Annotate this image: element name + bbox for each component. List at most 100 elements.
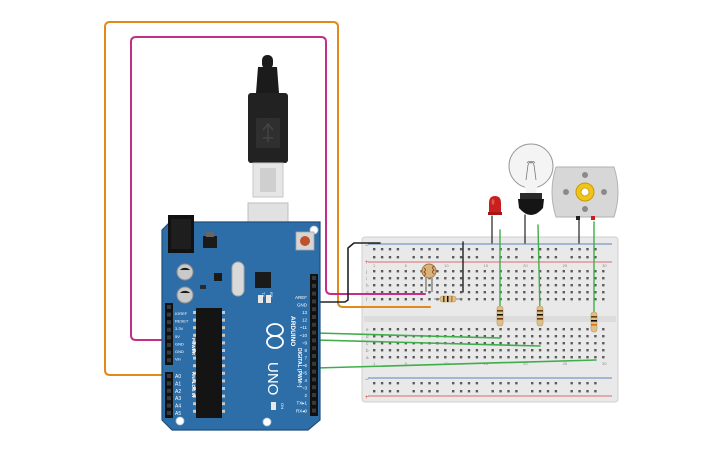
terminal-hole[interactable] [475,270,479,273]
terminal-hole[interactable] [578,349,581,352]
terminal-hole[interactable] [380,277,384,280]
terminal-hole[interactable] [373,335,376,338]
power-pin-hole[interactable] [167,320,171,325]
terminal-hole[interactable] [483,356,486,359]
rail-hole[interactable] [515,256,518,259]
terminal-hole[interactable] [531,284,534,287]
terminal-hole[interactable] [531,349,534,352]
terminal-hole[interactable] [538,277,542,280]
breadboard[interactable]: − + − + jihgfedcba1155101015152020252530… [361,236,619,403]
rail-hole[interactable] [594,248,597,251]
terminal-hole[interactable] [546,356,550,359]
terminal-hole[interactable] [554,349,558,352]
terminal-hole[interactable] [546,298,550,301]
rail-hole[interactable] [373,382,376,385]
terminal-hole[interactable] [373,356,376,359]
terminal-hole[interactable] [491,335,494,338]
terminal-hole[interactable] [404,328,407,331]
terminal-hole[interactable] [594,342,597,345]
wire-green-pin10[interactable] [315,332,501,339]
rail-hole[interactable] [428,382,431,385]
digital-pin-hole[interactable] [312,369,316,374]
rail-hole[interactable] [507,256,510,259]
terminal-hole[interactable] [491,349,494,352]
terminal-hole[interactable] [436,356,439,359]
terminal-hole[interactable] [452,328,455,331]
terminal-hole[interactable] [507,335,510,338]
analog-pin-hole[interactable] [167,411,171,415]
rail-hole[interactable] [538,382,542,385]
terminal-hole[interactable] [380,298,384,301]
terminal-hole[interactable] [467,270,471,273]
terminal-hole[interactable] [586,349,589,352]
rail-hole[interactable] [578,248,581,251]
terminal-hole[interactable] [483,328,486,331]
terminal-hole[interactable] [570,342,573,345]
terminal-hole[interactable] [515,356,518,359]
terminal-hole[interactable] [483,291,486,294]
resistor-ldr[interactable] [434,295,462,303]
terminal-hole[interactable] [499,335,502,338]
terminal-hole[interactable] [420,356,423,359]
terminal-hole[interactable] [380,349,384,352]
rail-hole[interactable] [499,382,502,385]
rail-hole[interactable] [388,390,392,393]
digital-pin-hole[interactable] [312,408,316,413]
rail-hole[interactable] [507,248,510,251]
terminal-hole[interactable] [602,284,605,287]
terminal-hole[interactable] [515,298,518,301]
terminal-hole[interactable] [396,284,400,287]
rail-hole[interactable] [594,256,597,259]
digital-pin-hole[interactable] [312,315,316,319]
terminal-hole[interactable] [436,277,439,280]
rail-hole[interactable] [428,390,431,393]
terminal-hole[interactable] [546,349,550,352]
terminal-hole[interactable] [531,291,534,294]
terminal-hole[interactable] [404,349,407,352]
terminal-hole[interactable] [467,277,471,280]
terminal-hole[interactable] [380,342,384,345]
rail-hole[interactable] [515,382,518,385]
terminal-hole[interactable] [373,298,376,301]
terminal-hole[interactable] [531,298,534,301]
terminal-hole[interactable] [404,356,407,359]
rail-hole[interactable] [373,256,376,259]
terminal-hole[interactable] [594,298,597,301]
terminal-hole[interactable] [459,291,463,294]
rail-hole[interactable] [459,248,463,251]
terminal-hole[interactable] [412,270,415,273]
terminal-hole[interactable] [444,291,447,294]
terminal-hole[interactable] [388,328,392,331]
terminal-hole[interactable] [459,356,463,359]
photoresistor[interactable] [421,263,437,292]
terminal-hole[interactable] [531,328,534,331]
rail-hole[interactable] [412,382,415,385]
terminal-hole[interactable] [554,342,558,345]
terminal-hole[interactable] [404,277,407,280]
terminal-hole[interactable] [515,342,518,345]
digital-pin-hole[interactable] [312,354,316,358]
rail-hole[interactable] [475,390,479,393]
terminal-hole[interactable] [507,356,510,359]
terminal-hole[interactable] [452,356,455,359]
rail-hole[interactable] [570,256,573,259]
wire-magenta-5v[interactable] [130,36,426,341]
terminal-hole[interactable] [562,349,565,352]
terminal-hole[interactable] [412,328,415,331]
terminal-hole[interactable] [404,270,407,273]
digital-pin-hole[interactable] [312,291,316,296]
terminal-hole[interactable] [546,342,550,345]
terminal-hole[interactable] [546,328,550,331]
terminal-hole[interactable] [554,328,558,331]
terminal-hole[interactable] [594,291,597,294]
rail-hole[interactable] [531,256,534,259]
terminal-hole[interactable] [420,284,423,287]
terminal-hole[interactable] [483,270,486,273]
terminal-hole[interactable] [562,342,565,345]
terminal-hole[interactable] [578,291,581,294]
rail-hole[interactable] [420,256,423,259]
rail-hole[interactable] [420,248,423,251]
rail-hole[interactable] [507,390,510,393]
terminal-hole[interactable] [507,277,510,280]
terminal-hole[interactable] [586,270,589,273]
